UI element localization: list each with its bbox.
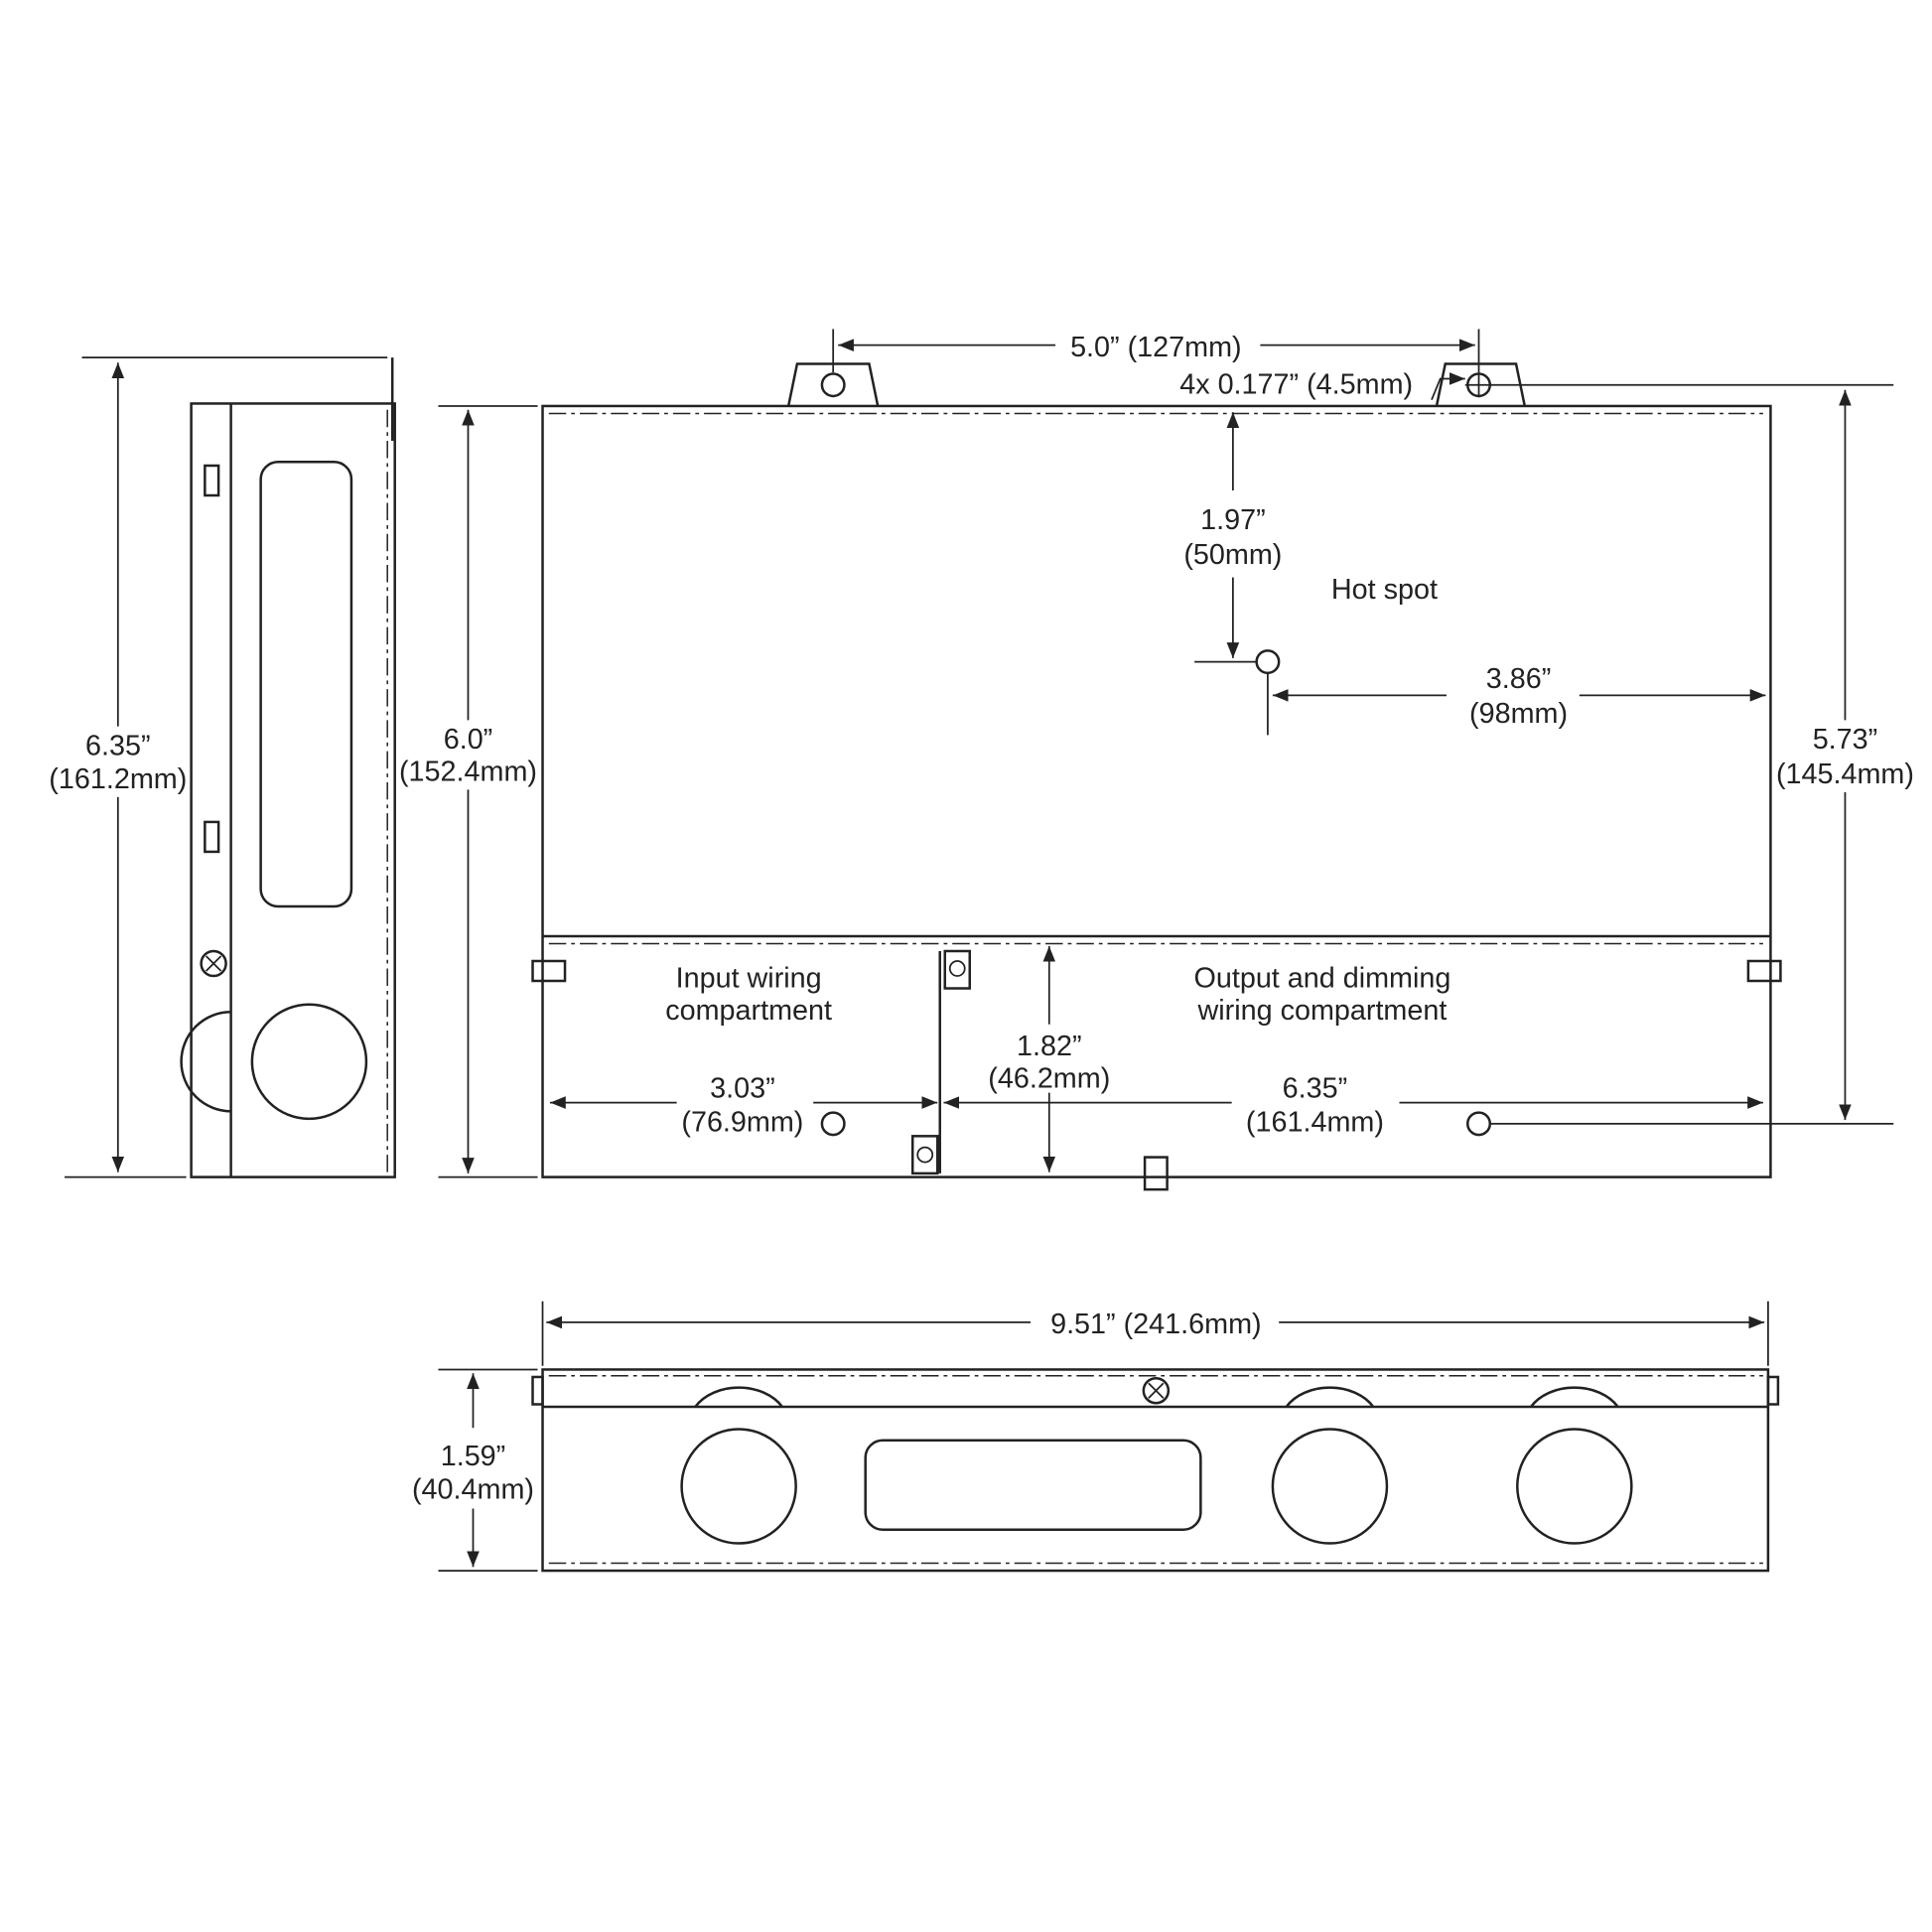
knockout-hole	[1271, 1428, 1389, 1545]
input-label-1: Input wiring	[676, 962, 822, 994]
output-label-1: Output and dimming	[1193, 962, 1450, 994]
side-height-mm: (161.2mm)	[49, 763, 187, 795]
front-view: 5.0” (127mm) 4x 0.177” (4.5mm) 1.97” (50…	[399, 329, 1914, 1191]
bottom-width-label: 9.51” (241.6mm)	[1050, 1309, 1262, 1340]
mount-height-in: 5.73”	[1813, 724, 1878, 756]
compartment-height-mm: (46.2mm)	[988, 1063, 1110, 1095]
hole-size-label: 4x 0.177” (4.5mm)	[1179, 368, 1413, 400]
output-label-2: wiring compartment	[1197, 995, 1448, 1027]
hot-spot-label: Hot spot	[1331, 574, 1438, 606]
side-body	[190, 402, 396, 1178]
bottom-height-in: 1.59”	[441, 1441, 506, 1472]
side-view: 6.35” (161.2mm)	[49, 356, 396, 1178]
hot-spot-marker	[1255, 649, 1281, 675]
side-height-in: 6.35”	[85, 730, 151, 761]
hotspot-vertical-mm: (50mm)	[1183, 539, 1282, 571]
mount-height-mm: (145.4mm)	[1776, 759, 1914, 790]
knockout-hole	[250, 1003, 368, 1121]
input-width-in: 3.03”	[710, 1073, 775, 1105]
mounting-hole	[1466, 1111, 1492, 1137]
front-body	[541, 404, 1772, 1178]
hole-spacing-label: 5.0” (127mm)	[1070, 332, 1242, 363]
bottom-height-mm: (40.4mm)	[412, 1474, 534, 1506]
bottom-slot	[864, 1439, 1202, 1532]
mounting-hole	[820, 1111, 846, 1137]
hotspot-vertical-in: 1.97”	[1200, 504, 1266, 536]
output-width-in: 6.35”	[1283, 1073, 1348, 1105]
screw-icon	[200, 949, 227, 978]
screw-icon	[1142, 1376, 1171, 1405]
mounting-hole	[820, 372, 846, 398]
knockout-hole	[1516, 1428, 1633, 1545]
hotspot-horizontal-in: 3.86”	[1486, 663, 1552, 695]
front-height-in: 6.0”	[444, 724, 493, 756]
bottom-body	[541, 1368, 1770, 1573]
input-label-2: compartment	[665, 995, 832, 1027]
side-slot	[259, 460, 353, 908]
input-width-mm: (76.9mm)	[681, 1106, 803, 1138]
front-height-mm: (152.4mm)	[399, 757, 537, 788]
compartment-height-in: 1.82”	[1017, 1031, 1082, 1062]
hotspot-horizontal-mm: (98mm)	[1469, 698, 1568, 730]
bottom-view: 9.51” (241.6mm) 1.59” (40.4mm)	[412, 1301, 1780, 1573]
output-width-mm: (161.4mm)	[1246, 1106, 1384, 1138]
knockout-hole	[680, 1428, 797, 1545]
